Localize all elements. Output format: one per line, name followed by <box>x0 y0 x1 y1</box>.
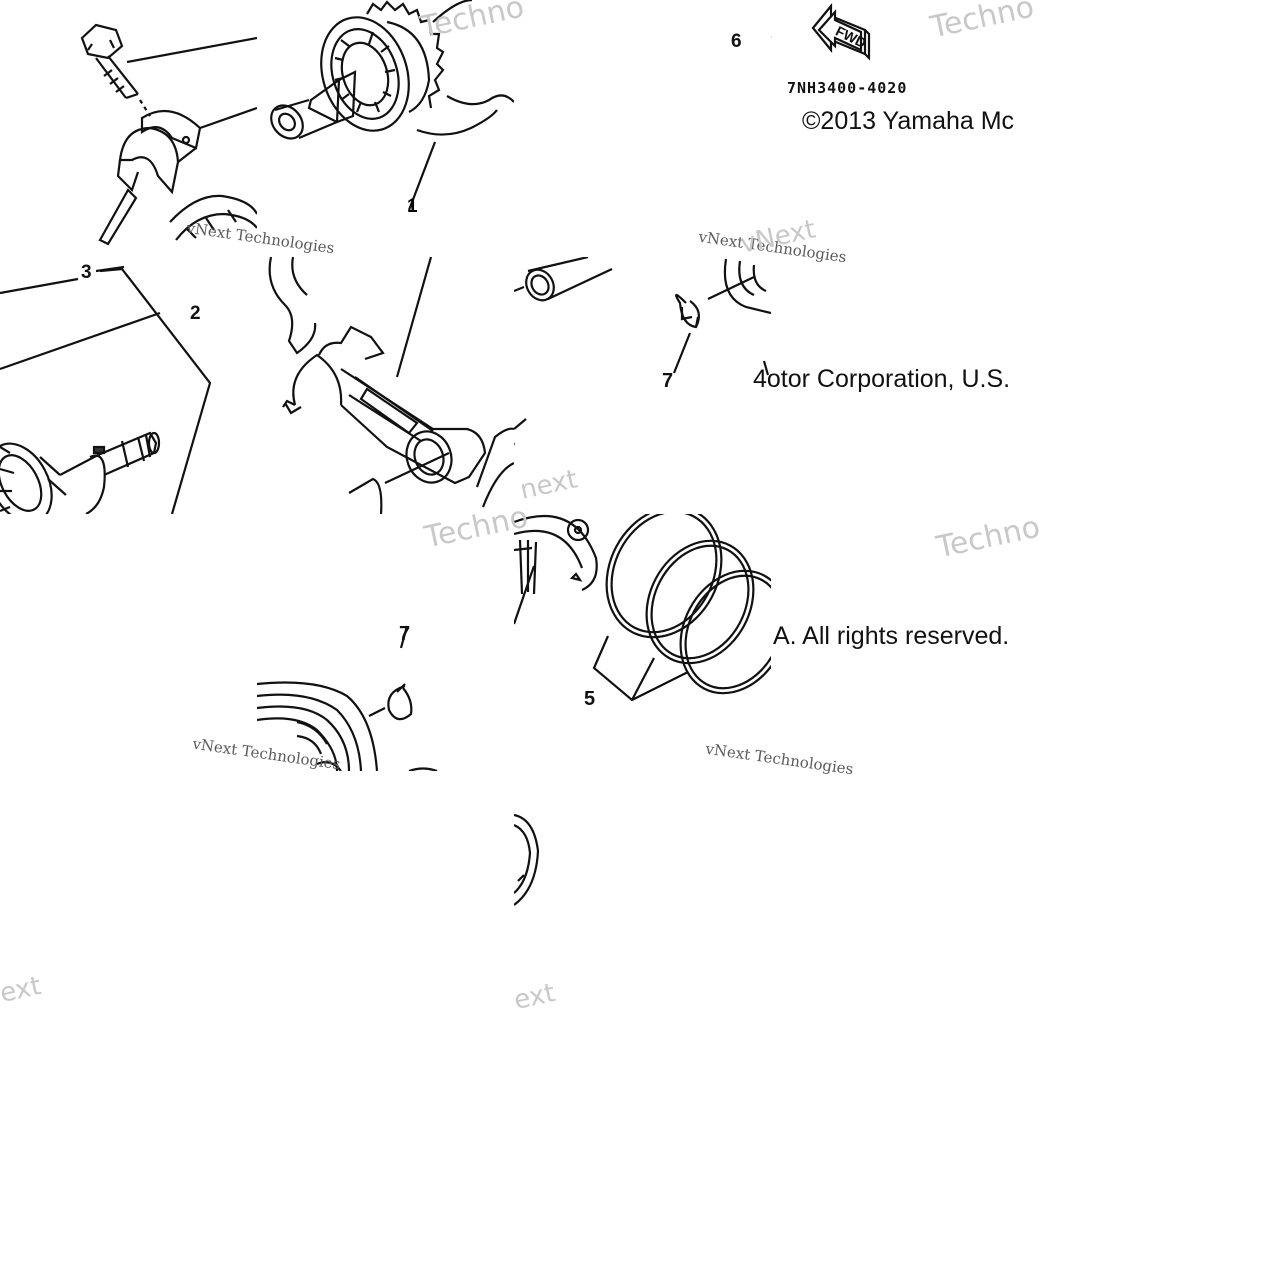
tile-piston-pin: 7 <box>514 257 771 514</box>
tile-piston-left: 7 <box>257 514 514 771</box>
tile-blank-2 <box>0 514 257 771</box>
tile-crankshaft-left <box>0 257 257 514</box>
piston-rings-drawing: 5 <box>514 514 771 710</box>
copyright-part-3: A. All rights reserved. <box>773 622 1010 650</box>
watermark-ext-1: ext <box>0 971 44 1009</box>
tile-bolt-and-bearing-cap <box>0 0 257 257</box>
crankshaft-left-drawing <box>0 267 212 514</box>
tile-blank-1 <box>514 0 771 257</box>
tile-piston-rings: 5 <box>514 514 771 771</box>
piston-left-drawing: 7 <box>257 623 438 771</box>
tile-ring-edge <box>514 771 771 1028</box>
connecting-rod-drawing <box>268 257 514 514</box>
callout-3-leader <box>96 265 125 273</box>
crankshaft-bearing-drawing: 1 <box>270 0 514 217</box>
bolt-and-bearing-cap-drawing <box>80 23 257 246</box>
callout-2: 2 <box>190 303 201 324</box>
callout-6: 6 <box>731 31 742 52</box>
copyright-part-2: 4otor Corporation, U.S. <box>753 365 1011 393</box>
tile-fwd-marker: FWD <box>771 0 1028 257</box>
tile-copyright-3 <box>771 514 1028 771</box>
piston-pin-drawing: 7 <box>514 257 771 447</box>
callout-7b: 7 <box>399 623 410 645</box>
tile-connecting-rod <box>257 257 514 514</box>
callout-3: 3 <box>81 262 92 283</box>
callout-1: 1 <box>407 196 418 217</box>
callout-5: 5 <box>584 688 595 710</box>
part-code: 7NH3400-4020 <box>787 79 908 97</box>
fwd-marker-drawing: FWD <box>771 2 871 61</box>
tile-copyright-2 <box>771 257 1028 514</box>
copyright-part-1: ©2013 Yamaha Mc <box>802 107 1015 135</box>
tile-crankshaft-bearing: 1 <box>257 0 514 257</box>
callout-7a: 7 <box>662 370 673 392</box>
ring-edge-drawing <box>514 813 540 906</box>
